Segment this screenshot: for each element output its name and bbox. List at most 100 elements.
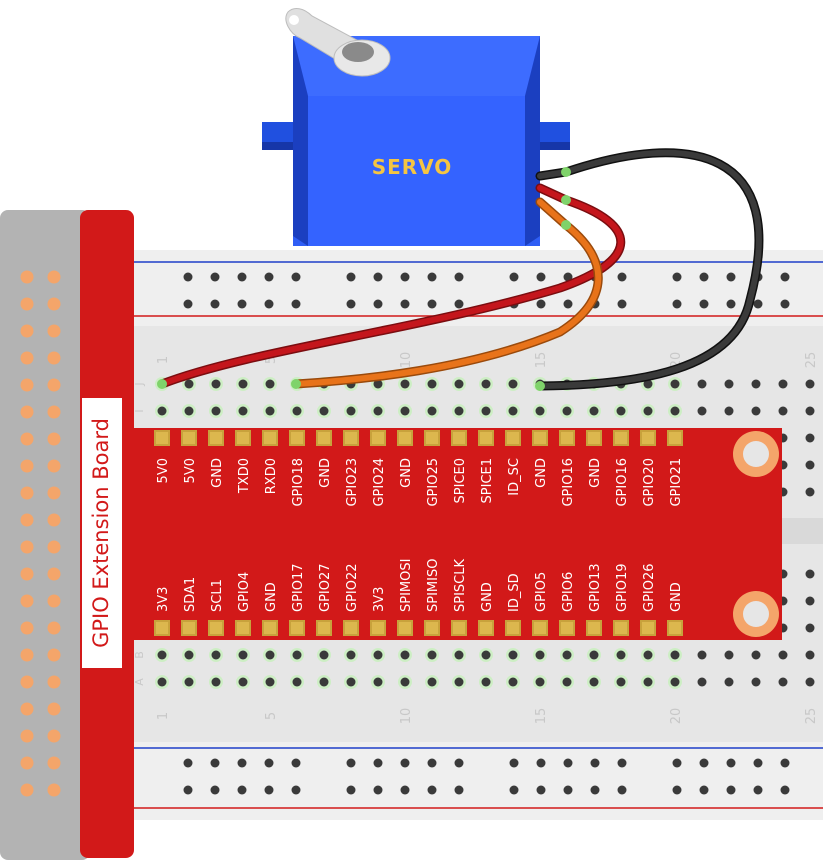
gpio-pin-label: 5V0 bbox=[156, 458, 171, 483]
breadboard-hole bbox=[290, 404, 304, 418]
ribbon-pin bbox=[20, 783, 34, 797]
gpio-pin-label: GPIO21 bbox=[669, 458, 684, 507]
power-rail-hole bbox=[183, 299, 193, 309]
breadboard-hole bbox=[587, 675, 601, 689]
gpio-pin-label: GND bbox=[534, 458, 549, 488]
column-number: 10 bbox=[399, 708, 414, 725]
power-rail-hole bbox=[780, 785, 790, 795]
column-number: 15 bbox=[534, 708, 549, 725]
gpio-pin bbox=[478, 620, 494, 636]
gpio-pin bbox=[208, 620, 224, 636]
mounting-hole-top bbox=[733, 431, 779, 477]
gpio-pin bbox=[613, 430, 629, 446]
breadboard-hole bbox=[641, 404, 655, 418]
column-number: 25 bbox=[804, 708, 819, 725]
breadboard-hole bbox=[560, 404, 574, 418]
breadboard-hole bbox=[398, 648, 412, 662]
gpio-pin-label: GPIO22 bbox=[345, 563, 360, 612]
breadboard-hole bbox=[290, 675, 304, 689]
breadboard-hole bbox=[317, 675, 331, 689]
power-rail-hole bbox=[454, 785, 464, 795]
breadboard-hole bbox=[263, 648, 277, 662]
power-rail-hole bbox=[427, 299, 437, 309]
breadboard-hole bbox=[236, 648, 250, 662]
power-rail-hole bbox=[509, 272, 519, 282]
power-rail-hole bbox=[672, 785, 682, 795]
power-rail-hole bbox=[210, 299, 220, 309]
breadboard-hole bbox=[371, 675, 385, 689]
breadboard-hole bbox=[641, 648, 655, 662]
ribbon-pin bbox=[47, 486, 61, 500]
power-rail-hole bbox=[726, 758, 736, 768]
gpio-pin-label: 5V0 bbox=[183, 458, 198, 483]
breadboard-hole bbox=[668, 648, 682, 662]
gpio-pin-label: GPIO23 bbox=[345, 458, 360, 507]
ribbon-pin bbox=[47, 702, 61, 716]
board-title-bg bbox=[82, 398, 122, 668]
gpio-pin bbox=[289, 620, 305, 636]
servo-label: SERVO bbox=[372, 155, 453, 179]
breadboard-hole bbox=[751, 677, 761, 687]
servo-motor: SERVO bbox=[262, 8, 570, 246]
ribbon-pin bbox=[47, 756, 61, 770]
power-rail-hole bbox=[400, 299, 410, 309]
extension-board-body bbox=[130, 428, 782, 640]
gpio-pin bbox=[289, 430, 305, 446]
power-rail-hole bbox=[536, 299, 546, 309]
column-number: 15 bbox=[534, 352, 549, 369]
ribbon-pin bbox=[20, 756, 34, 770]
gpio-pin bbox=[343, 620, 359, 636]
power-rail-hole bbox=[726, 299, 736, 309]
row-letter: A bbox=[133, 678, 146, 686]
breadboard-hole bbox=[425, 675, 439, 689]
gpio-pin-label: SPICE0 bbox=[453, 458, 468, 504]
ribbon-pin bbox=[47, 297, 61, 311]
gpio-pin-label: SPICE1 bbox=[480, 458, 495, 504]
gpio-pin bbox=[235, 430, 251, 446]
power-rail-hole bbox=[726, 785, 736, 795]
breadboard-hole bbox=[371, 648, 385, 662]
ribbon-pin bbox=[47, 594, 61, 608]
breadboard-hole bbox=[724, 677, 734, 687]
power-rail-hole bbox=[264, 785, 274, 795]
breadboard-hole bbox=[479, 648, 493, 662]
breadboard-hole bbox=[805, 596, 815, 606]
power-rail-hole bbox=[264, 758, 274, 768]
power-rail-hole bbox=[427, 758, 437, 768]
ribbon-cable: GPIO Extension Board bbox=[0, 210, 134, 860]
gpio-pin-label: TXD0 bbox=[237, 458, 252, 494]
wire-black-end bbox=[535, 381, 545, 391]
power-rail-hole bbox=[237, 299, 247, 309]
power-rail-hole bbox=[373, 785, 383, 795]
power-rail-hole bbox=[346, 299, 356, 309]
power-rail-hole bbox=[536, 272, 546, 282]
column-number: 20 bbox=[669, 708, 684, 725]
gpio-pin bbox=[586, 430, 602, 446]
breadboard-hole bbox=[506, 648, 520, 662]
power-rail-hole bbox=[617, 272, 627, 282]
power-rail-hole bbox=[373, 758, 383, 768]
power-rail-hole bbox=[672, 272, 682, 282]
breadboard-hole bbox=[479, 404, 493, 418]
breadboard-hole bbox=[155, 404, 169, 418]
gpio-pin-label: ID_SC bbox=[507, 458, 522, 496]
breadboard-hole bbox=[209, 648, 223, 662]
gpio-pin bbox=[505, 620, 521, 636]
breadboard-hole bbox=[560, 675, 574, 689]
row-letter: J bbox=[133, 382, 146, 386]
power-rail-hole bbox=[590, 785, 600, 795]
breadboard-hole bbox=[236, 675, 250, 689]
power-rail-hole bbox=[183, 758, 193, 768]
gpio-pin bbox=[532, 620, 548, 636]
gpio-pin-label: GND bbox=[210, 458, 225, 488]
gpio-pin bbox=[316, 620, 332, 636]
gpio-pin-label: GPIO24 bbox=[372, 458, 387, 507]
power-rail-hole bbox=[699, 758, 709, 768]
gpio-pin-label: GPIO18 bbox=[291, 458, 306, 507]
gpio-pin bbox=[451, 430, 467, 446]
breadboard-hole bbox=[209, 675, 223, 689]
column-number: 5 bbox=[264, 712, 279, 720]
breadboard-hole bbox=[724, 650, 734, 660]
power-rail-hole bbox=[536, 785, 546, 795]
